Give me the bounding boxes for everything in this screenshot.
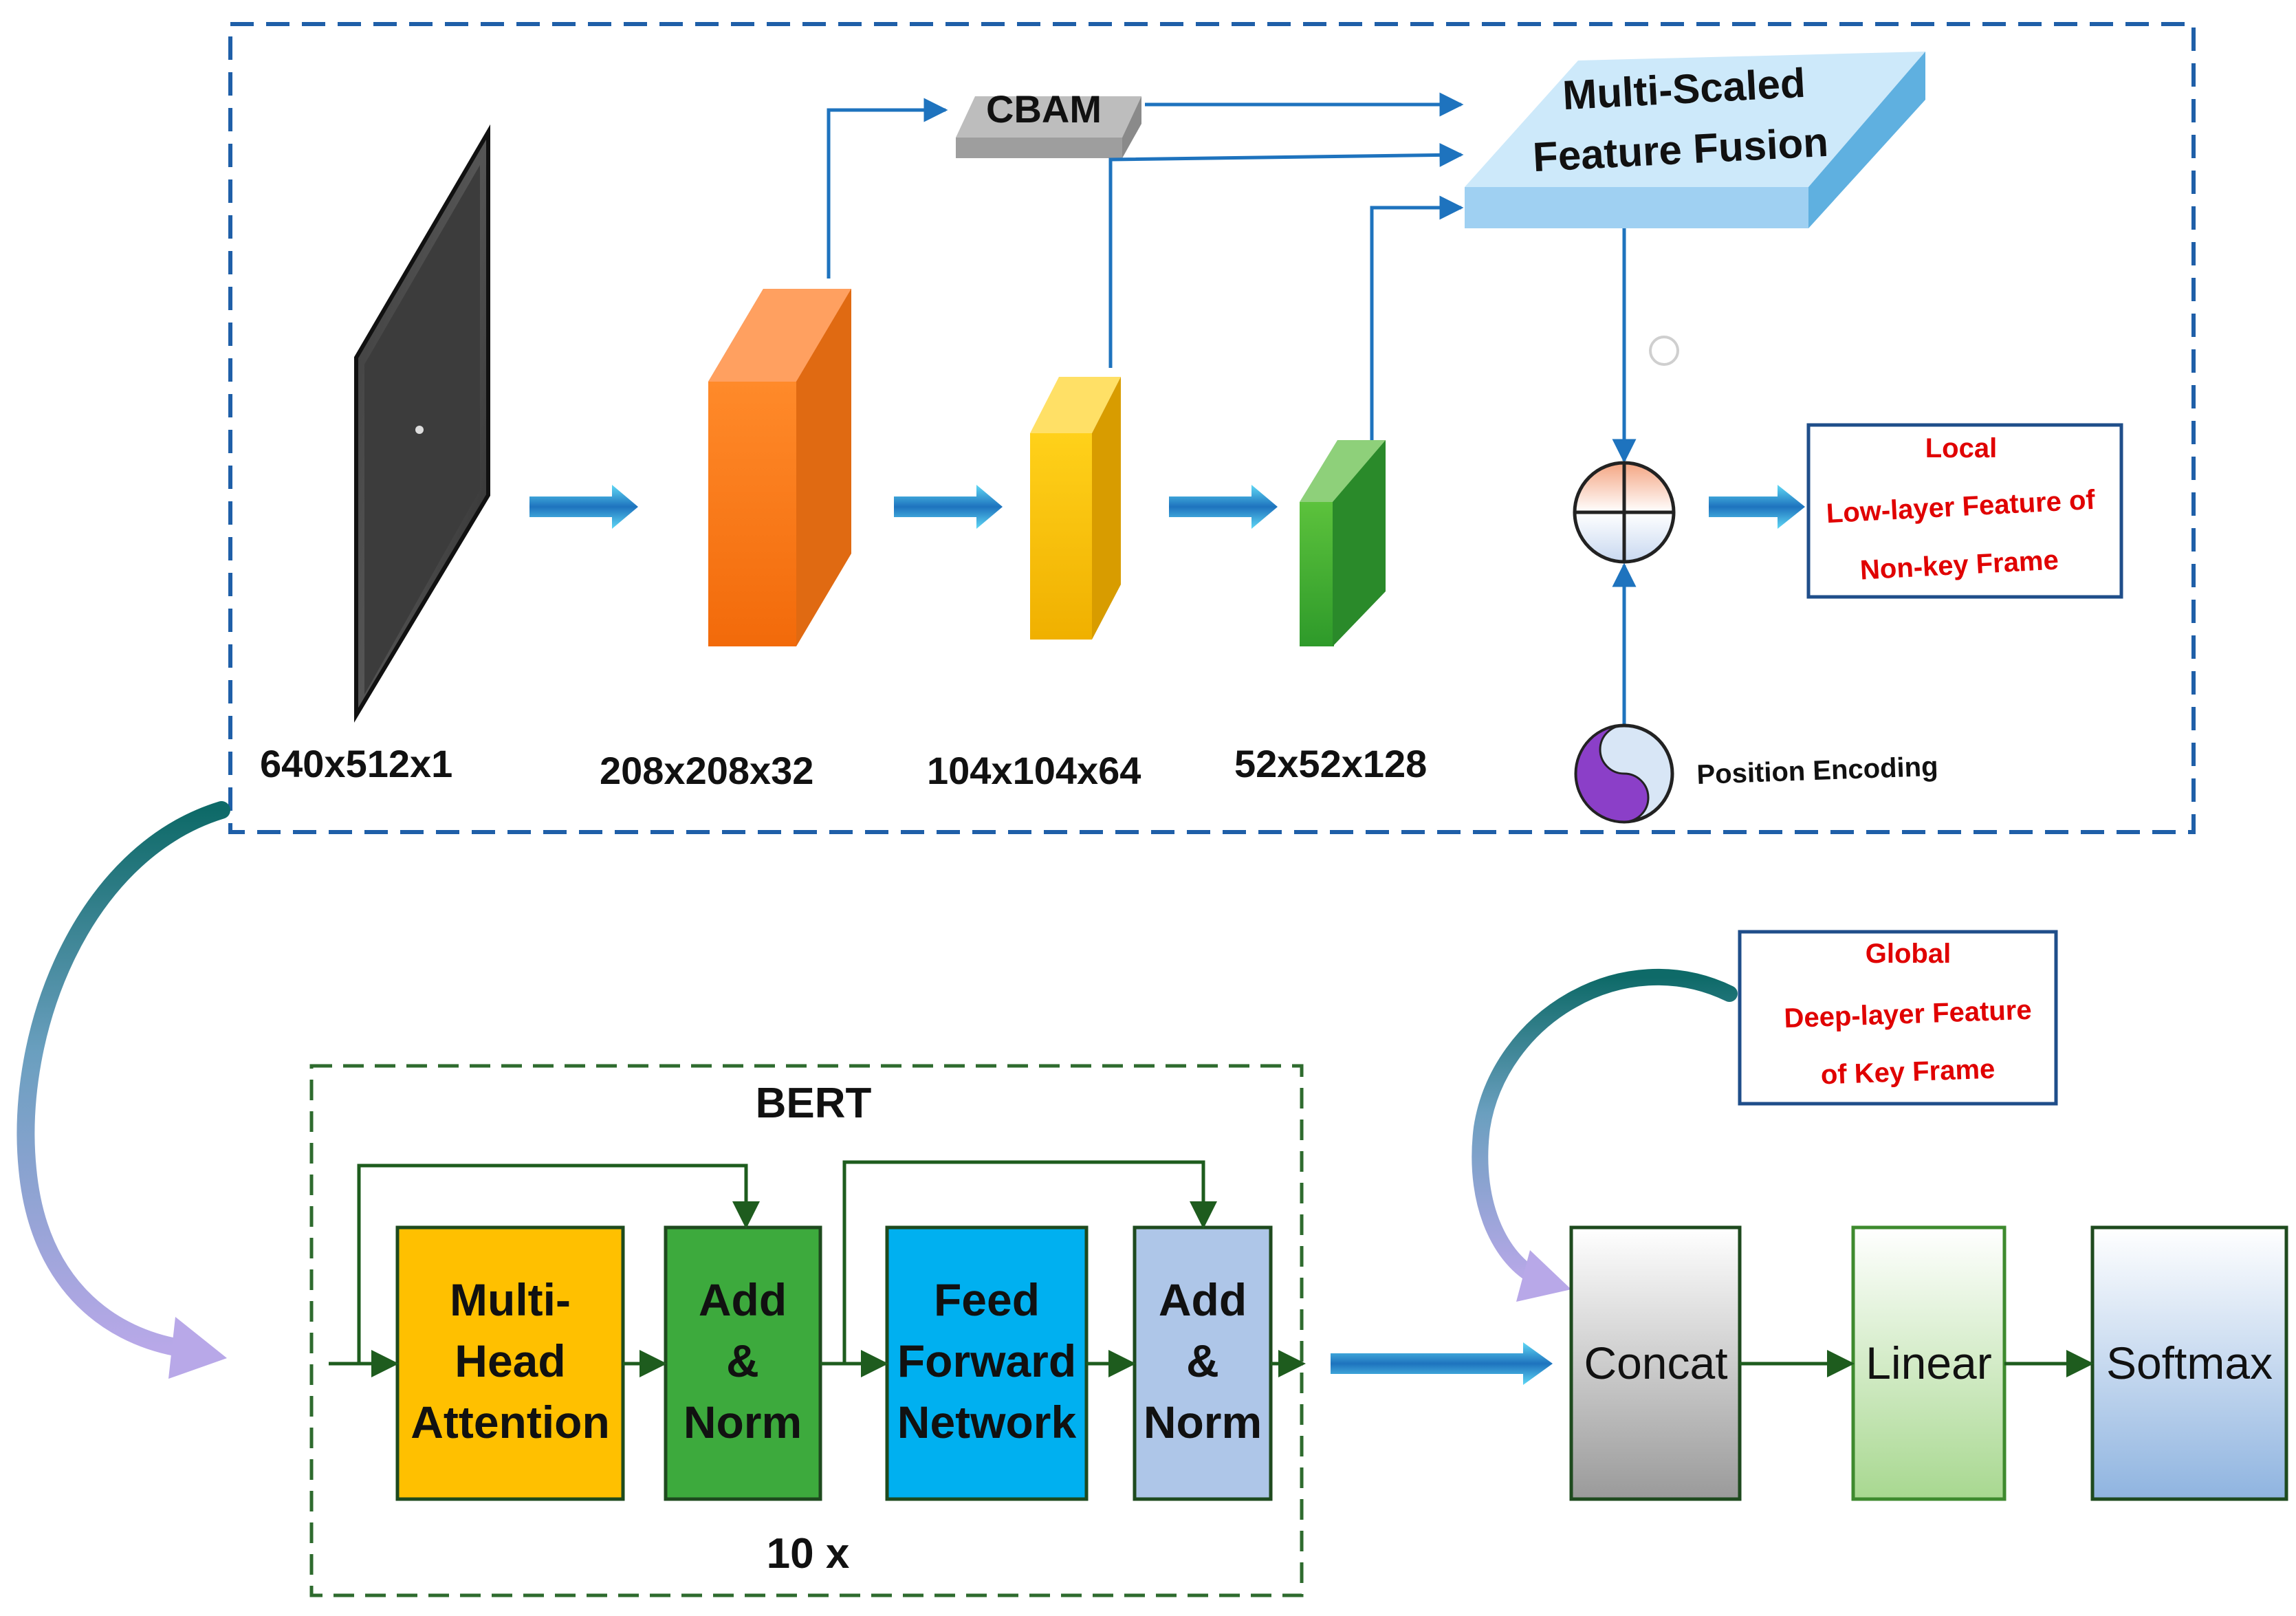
feature-map-104	[1030, 377, 1121, 640]
input-dims-label: 640x512x1	[260, 742, 452, 785]
bert-to-concat-arrow	[1331, 1342, 1553, 1385]
ffn-line2: Forward	[897, 1335, 1076, 1386]
addnorm2-line3: Norm	[1144, 1397, 1262, 1448]
cbam-label: CBAM	[986, 87, 1102, 131]
skip-connections	[827, 92, 1637, 725]
mha-line3: Attention	[411, 1397, 610, 1448]
top-module-border	[228, 22, 2196, 834]
local-feature-line1: Local	[1925, 433, 1997, 463]
mha-line2: Head	[455, 1335, 565, 1386]
dims-label-52: 52x52x128	[1234, 742, 1427, 785]
global-feature-line3: of Key Frame	[1820, 1054, 1996, 1091]
bert-repeat-label: 10 x	[767, 1530, 850, 1577]
feature-map-52	[1300, 440, 1386, 646]
mha-line1: Multi-	[450, 1274, 571, 1325]
top-flow-arrows	[529, 485, 1805, 529]
position-encoding-label: Position Encoding	[1696, 752, 1938, 790]
ffn-line1: Feed	[934, 1274, 1040, 1325]
add-operator-icon	[1573, 461, 1676, 564]
flow-curve-right	[1472, 968, 1738, 1302]
addnorm1-line1: Add	[699, 1274, 787, 1325]
bert-module-border	[309, 1064, 1304, 1597]
dims-label-208: 208x208x32	[600, 749, 813, 792]
flow-curve-left	[17, 801, 230, 1379]
addnorm1-line3: Norm	[684, 1397, 802, 1448]
concat-block	[1569, 1225, 1742, 1501]
concat-label: Concat	[1584, 1337, 1727, 1388]
softmax-block	[2090, 1225, 2288, 1501]
softmax-label: Softmax	[2106, 1337, 2273, 1388]
bert-connections	[329, 1160, 1306, 1377]
addnorm2-line2: &	[1186, 1335, 1219, 1386]
addnorm2-line1: Add	[1159, 1274, 1247, 1325]
addnorm1-line2: &	[726, 1335, 759, 1386]
ffn-line3: Network	[897, 1397, 1077, 1448]
linear-label: Linear	[1866, 1337, 1991, 1388]
bert-title: BERT	[756, 1080, 872, 1127]
feature-map-208	[708, 289, 851, 646]
global-feature-line1: Global	[1866, 939, 1951, 969]
dims-label-104: 104x104x64	[927, 749, 1141, 792]
position-encoding-icon	[1574, 723, 1674, 824]
fusion-block	[1465, 52, 1925, 228]
cbam-block	[956, 96, 1141, 158]
multi-head-attention-block	[395, 1225, 625, 1501]
global-feature-box	[1738, 930, 2058, 1106]
stray-marker	[1649, 336, 1679, 366]
local-feature-box	[1806, 423, 2123, 599]
input-image	[354, 124, 490, 723]
